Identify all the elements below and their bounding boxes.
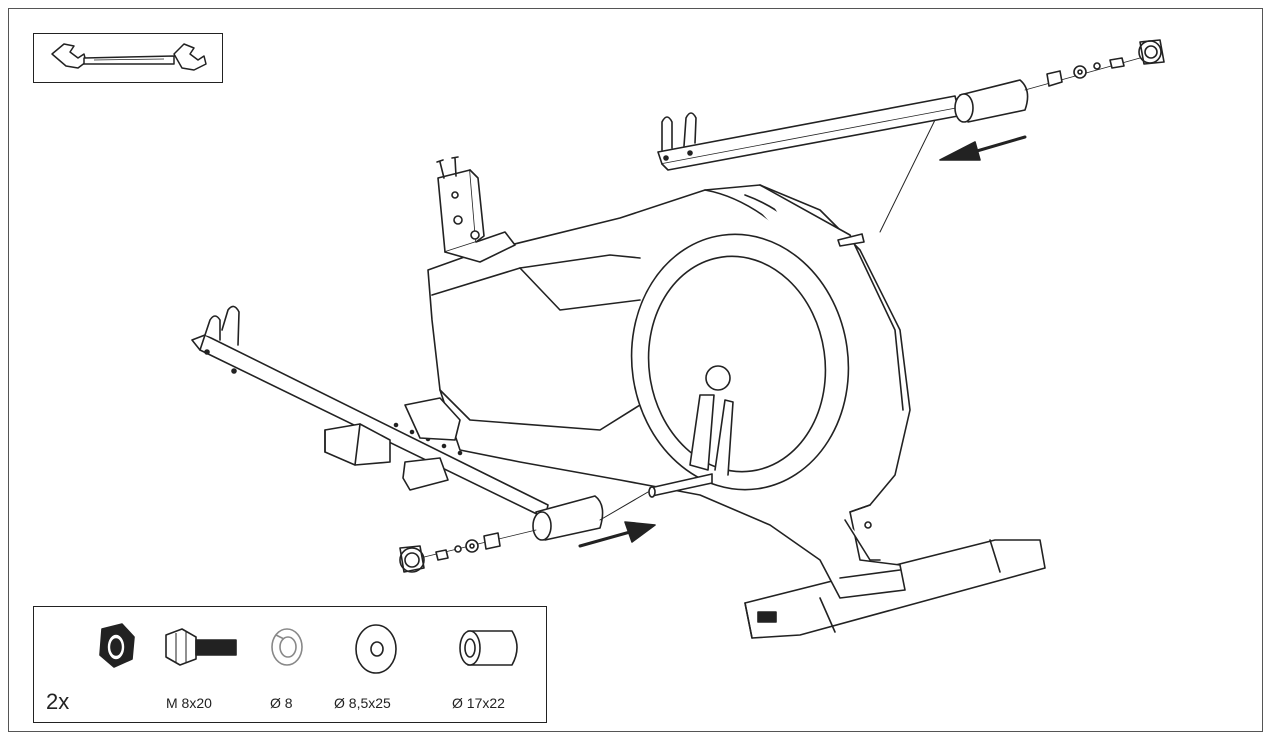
axle <box>599 473 713 521</box>
bolt-label: M 8x20 <box>166 695 212 711</box>
parts-icons <box>99 623 518 674</box>
quantity-label: 2x <box>46 689 70 714</box>
bolt-icon <box>165 628 237 666</box>
rear-hardware <box>1024 39 1165 91</box>
spring-washer-label: Ø 8 <box>270 695 293 711</box>
wrench-icon <box>51 43 207 71</box>
flat-washer-icon <box>355 624 397 674</box>
console-bracket <box>436 156 516 263</box>
spring-washer-icon <box>271 628 303 666</box>
tool-box <box>33 33 223 83</box>
arrows <box>578 135 1027 548</box>
parts-box: 2x M 8x20 Ø 8 Ø 8,5x25 Ø 17x22 <box>33 606 547 723</box>
diagram-frame <box>8 8 1263 732</box>
upper-rail <box>657 79 1029 247</box>
front-hardware <box>399 529 537 573</box>
cap-nut-icon <box>99 623 135 668</box>
bushing-icon <box>459 630 518 666</box>
front-rail <box>191 305 604 541</box>
flat-washer-label: Ø 8,5x25 <box>334 695 391 711</box>
flywheel-disc <box>630 233 850 491</box>
bushing-label: Ø 17x22 <box>452 695 505 711</box>
